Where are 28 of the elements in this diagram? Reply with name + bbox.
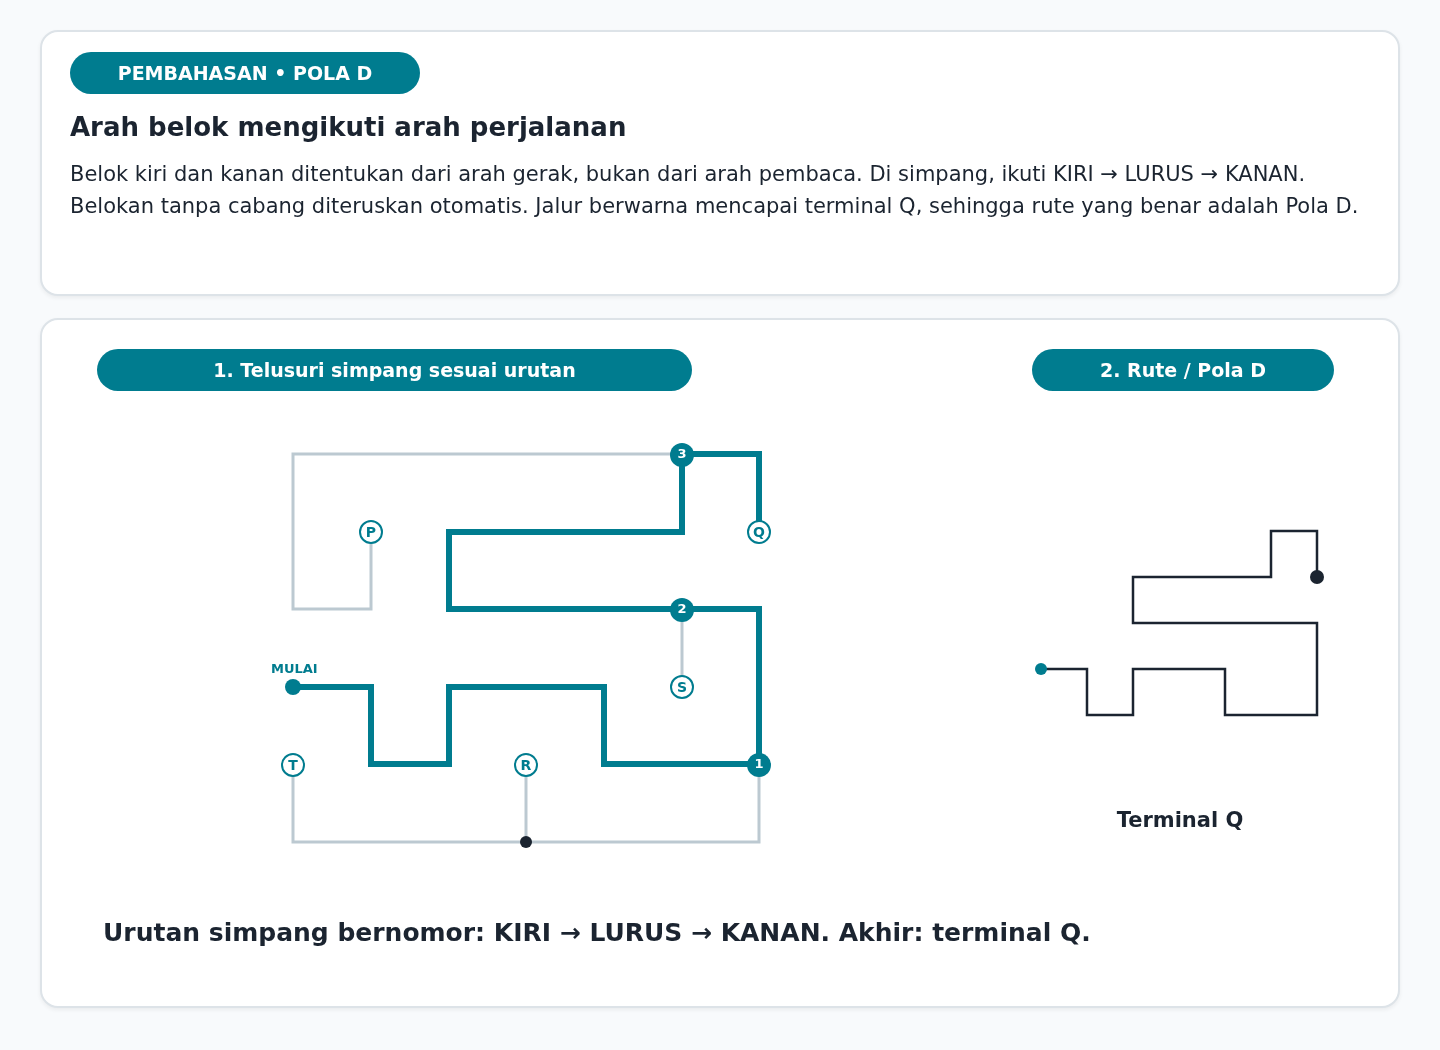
route-line [1045, 529, 1319, 717]
section-badge: PEMBAHASAN • POLA D [70, 52, 420, 94]
summary-text: Urutan simpang bernomor: KIRI → LURUS → KANAN. Akhir: terminal Q. [103, 918, 1091, 947]
start-label: MULAI [271, 661, 318, 676]
end-dot [1310, 570, 1324, 584]
route-caption: Terminal Q [1115, 808, 1245, 832]
end-dot [520, 836, 532, 848]
terminal-marker: S [670, 675, 694, 699]
card-panel [40, 30, 1400, 296]
maze-path [530, 774, 761, 844]
section-heading: Arah belok mengikuti arah perjalanan [70, 112, 627, 142]
maze-path [680, 619, 684, 677]
terminal-marker: P [359, 520, 383, 544]
start-dot [1035, 663, 1047, 675]
maze-path [291, 452, 672, 611]
terminal-marker: R [514, 753, 538, 777]
start-dot [285, 679, 301, 695]
junction-marker: 3 [670, 443, 694, 467]
step-pill: 1. Telusuri simpang sesuai urutan [97, 349, 692, 391]
junction-marker: 2 [670, 598, 694, 622]
junction-marker: 1 [747, 753, 771, 777]
step-pill: 2. Rute / Pola D [1032, 349, 1334, 391]
terminal-marker: Q [747, 520, 771, 544]
maze-path [291, 774, 522, 844]
terminal-marker: T [281, 753, 305, 777]
body-paragraph: Belok kiri dan kanan ditentukan dari arah gerak, bukan dari arah pembaca. Di simpang, ikuti KIRI → LURUS → KANAN. Belokan tanpa cabang diteruskan otomatis. Jalur berwarna mencapai terminal Q, sehingga rute yang benar adalah Pola D. [70, 161, 1360, 220]
card-panel [40, 318, 1400, 1008]
maze-path [524, 774, 528, 838]
